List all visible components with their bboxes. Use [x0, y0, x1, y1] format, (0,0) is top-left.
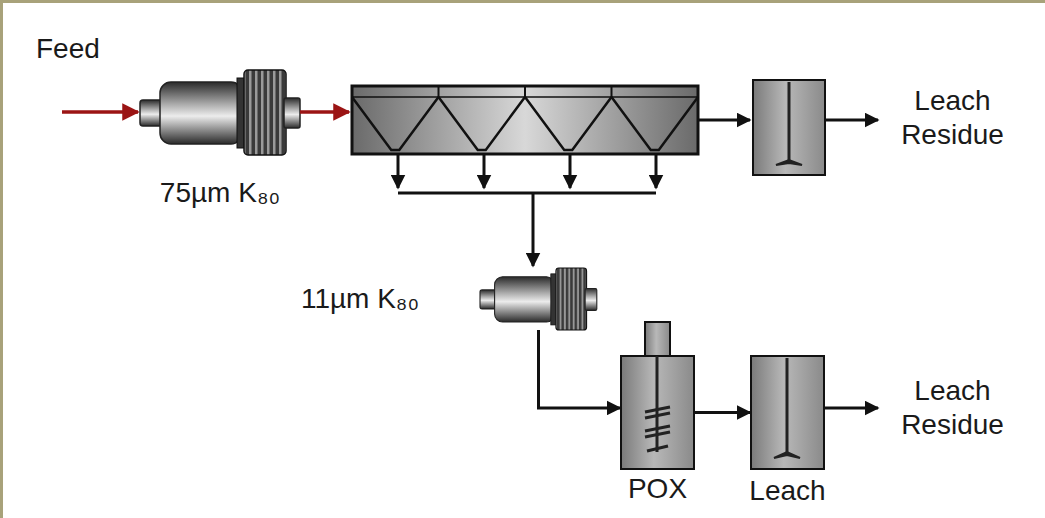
leach-tank [753, 80, 825, 175]
product-label: Leach Residue [880, 374, 1025, 442]
unit-label: Leach [726, 474, 849, 508]
unit-label: POX [601, 472, 714, 506]
process-unit: 75µm K₈₀ [140, 70, 300, 155]
process-unit: POX [621, 356, 694, 469]
stream-label: Feed [36, 32, 136, 66]
pox-autoclave [621, 322, 694, 469]
flow-arrow [694, 411, 750, 414]
product-label: Leach Residue [880, 84, 1025, 152]
unit-label: 75µm K₈₀ [130, 176, 310, 210]
unit-label: 11µm K₈₀ [275, 282, 445, 316]
flow-arrow [539, 330, 621, 408]
process-unit: Leach [751, 356, 824, 469]
flotation-cells [352, 86, 698, 154]
leach-tank [751, 356, 824, 469]
process-unit: 11µm K₈₀ [480, 268, 597, 330]
